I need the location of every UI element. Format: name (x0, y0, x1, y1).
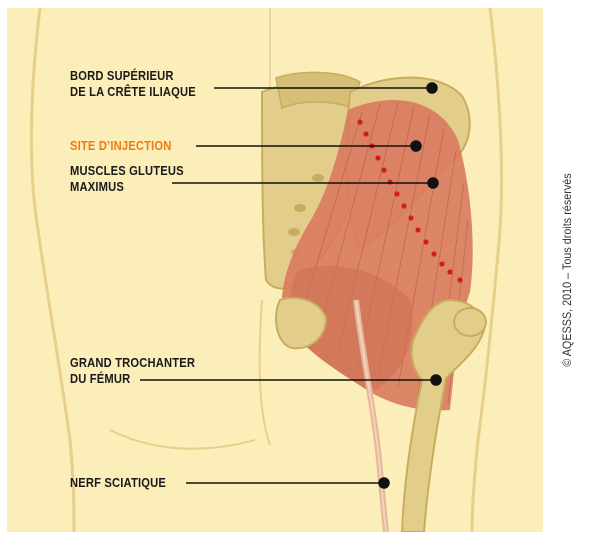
lumbar-vertebra (276, 72, 360, 108)
injection-site-label: SITE D’INJECTION (70, 138, 172, 154)
iliac-crest-label-line1: BORD SUPÉRIEUR (70, 68, 196, 84)
trochanter-pointer-dot (431, 375, 441, 385)
gluteus-maximus-label: MUSCLES GLUTEUS MAXIMUS (70, 163, 184, 195)
injection-site-label-text: SITE D’INJECTION (70, 138, 172, 154)
copyright-text: © AQESSS, 2010 – Tous droits réservés (560, 173, 574, 366)
gluteus-maximus-label-line1: MUSCLES GLUTEUS (70, 163, 184, 179)
sacral-foramen-3 (288, 228, 300, 236)
greater-trochanter (454, 308, 486, 336)
greater-trochanter-label: GRAND TROCHANTER DU FÉMUR (70, 355, 195, 387)
sacral-foramen-2 (294, 204, 306, 212)
gluteus-pointer-dot (428, 178, 438, 188)
iliac-crest-label-line2: DE LA CRÊTE ILIAQUE (70, 84, 196, 100)
iliac-crest-label: BORD SUPÉRIEUR DE LA CRÊTE ILIAQUE (70, 68, 196, 100)
sacral-foramen-1 (312, 174, 324, 182)
injection-pointer-dot (411, 141, 421, 151)
crest-pointer-dot (427, 83, 437, 93)
sciatic-nerve-label-text: NERF SCIATIQUE (70, 475, 166, 491)
sciatic-nerve-label: NERF SCIATIQUE (70, 475, 166, 491)
greater-trochanter-label-line2: DU FÉMUR (70, 371, 195, 387)
greater-trochanter-label-line1: GRAND TROCHANTER (70, 355, 195, 371)
gluteus-maximus-label-line2: MAXIMUS (70, 179, 184, 195)
sciatic-pointer-dot (379, 478, 389, 488)
